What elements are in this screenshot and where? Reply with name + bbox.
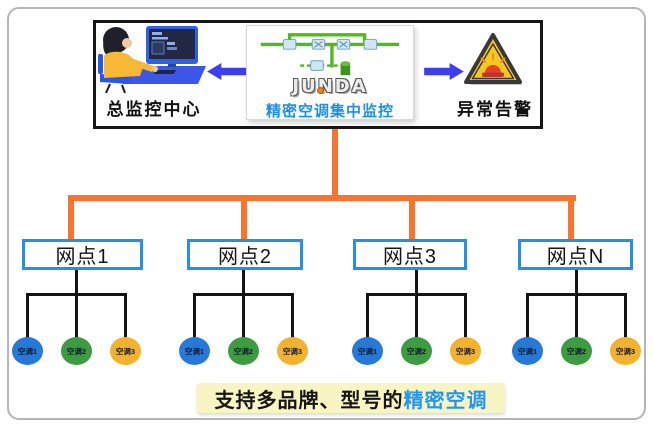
ac-unit-circle: 空调2 [61,337,92,365]
ac-unit-circle: 空调1 [12,337,43,365]
arrow-left-icon [207,63,247,80]
connector-drop-branch-1 [68,195,74,242]
branch2-drop-left [193,293,196,340]
ac-unit-circle: 空调3 [277,337,308,365]
ac-unit-circle: 空调3 [110,337,141,365]
connector-trunk-horizontal [68,195,576,201]
junda-logo: JUNDA [292,78,367,96]
ac-unit-circle: 空调1 [179,337,210,365]
branch2-stem-line [242,268,245,340]
ac-unit-circle: 空调3 [610,337,641,365]
branch3-stem-line [415,268,418,340]
logo-u-accent-dot [317,87,325,94]
branch-label: 网点N [546,246,605,268]
monitoring-center-label: 总监控中心 [106,100,202,119]
banner-highlight-text: 精密空调 [403,389,488,412]
connector-drop-branch-3 [409,195,415,242]
junda-logo-text: JUNDA [292,76,368,97]
warning-alarm-icon [464,33,522,85]
central-system-card: JUNDA 精密空调集中监控 [246,25,414,120]
bottom-banner: 支持多品牌、型号的精密空调 [197,383,505,413]
branch4-drop-right [624,293,627,340]
connector-drop-branch-4 [568,195,574,242]
branch1-horizontal-line [26,293,127,296]
ac-unit-circle: 空调2 [401,337,432,365]
ac-unit-circle: 空调2 [561,337,592,365]
branch-box-2: 网点2 [187,239,303,270]
branch-label: 网点1 [55,246,110,268]
ac-unit-circle: 空调3 [450,337,481,365]
branch4-horizontal-line [526,293,627,296]
branch4-drop-left [526,293,529,340]
branch1-stem-line [75,268,78,340]
arrow-right-icon [424,63,464,80]
branch3-drop-left [366,293,369,340]
ac-unit-circle: 空调1 [512,337,543,365]
alarm-label: 异常告警 [457,100,533,119]
branch3-drop-right [464,293,467,340]
operator-workstation-icon [98,26,206,94]
connector-drop-branch-2 [241,195,247,242]
branch3-horizontal-line [366,293,467,296]
branch-label: 网点2 [217,246,273,268]
system-title-label: 精密空调集中监控 [265,103,394,120]
banner-text: 支持多品牌、型号的 [214,389,404,412]
branch-box-3: 网点3 [353,239,467,270]
connector-trunk-vertical [332,127,338,197]
branch2-horizontal-line [193,293,294,296]
branch-label: 网点3 [382,246,438,268]
outer-rounded-frame [7,7,646,420]
network-topology-icon [260,33,400,76]
branch-box-1: 网点1 [22,239,143,270]
branch2-drop-right [291,293,294,340]
branch-box-4: 网点N [518,239,633,270]
branch1-drop-right [124,293,127,340]
ac-unit-circle: 空调1 [352,337,383,365]
ac-unit-circle: 空调2 [228,337,259,365]
branch4-stem-line [575,268,578,340]
branch1-drop-left [26,293,29,340]
